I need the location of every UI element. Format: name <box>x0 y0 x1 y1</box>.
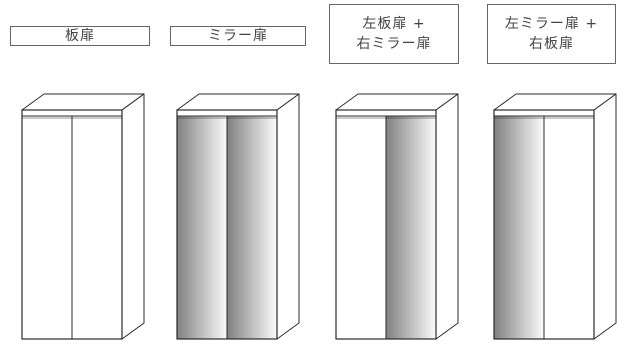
cabinet <box>176 93 300 340</box>
label-line: 板扉 <box>65 28 95 44</box>
cabinet-side <box>276 93 300 340</box>
right-door-mirror <box>385 115 437 340</box>
label-line: ミラー扉 <box>208 28 268 44</box>
label-line: 右ミラー扉 <box>356 36 432 52</box>
cabinet-side <box>593 93 617 340</box>
label-line: 左ミラー扉 + <box>504 16 599 32</box>
cabinet-side <box>121 93 145 340</box>
cabinet <box>493 93 617 340</box>
cabinet-front-outline <box>21 109 123 340</box>
label-mirror-doors: ミラー扉 <box>170 26 306 46</box>
label-plain-doors: 板扉 <box>10 26 150 46</box>
left-door-mirror <box>176 115 228 340</box>
cabinet <box>335 93 459 340</box>
right-door-plain <box>71 115 123 340</box>
cabinet-side <box>435 93 459 340</box>
cabinet-front-outline <box>176 109 278 340</box>
right-door-mirror <box>226 115 278 340</box>
right-door-plain <box>543 115 595 340</box>
label-left-plain-right-mirror: 左板扉 + 右ミラー扉 <box>329 4 459 64</box>
left-door-plain <box>21 115 73 340</box>
cabinet-top-panel <box>493 109 595 117</box>
cabinet-top-panel <box>176 109 278 117</box>
cabinet-front-outline <box>335 109 437 340</box>
label-left-mirror-right-plain: 左ミラー扉 + 右板扉 <box>487 4 616 64</box>
left-door-plain <box>335 115 387 340</box>
cabinet-front-outline <box>493 109 595 340</box>
label-line: 左板扉 + <box>362 16 426 32</box>
cabinet-top-panel <box>335 109 437 117</box>
cabinet-top-panel <box>21 109 123 117</box>
cabinet <box>21 93 145 340</box>
label-line: 右板扉 <box>529 36 574 52</box>
left-door-mirror <box>493 115 545 340</box>
